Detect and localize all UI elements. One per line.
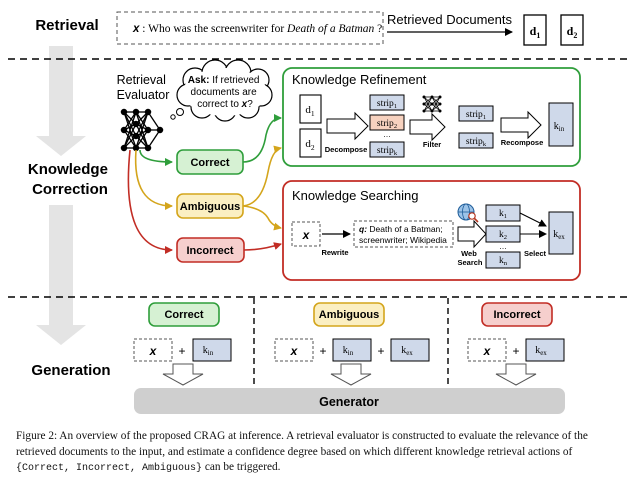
svg-text:Ask: If retrieved docume: Ask: If retrieved documents are correct … [188, 75, 263, 110]
knowledge-refinement-panel: Knowledge Refinement d1 d2 Decompose str… [282, 67, 581, 167]
svg-text:Incorrect: Incorrect [186, 245, 233, 257]
svg-text:Select: Select [524, 249, 547, 258]
svg-text:Generator: Generator [319, 395, 379, 409]
decompose-arrow [326, 111, 369, 141]
filter-network-icon [422, 95, 442, 113]
svg-text:stripk: stripk [377, 146, 398, 157]
action-correct: Correct [176, 149, 244, 175]
svg-text:d1: d1 [530, 24, 541, 40]
retrieved-doc-d2: d2 [560, 14, 584, 46]
svg-text:kex: kex [553, 229, 565, 241]
svg-text:+: + [512, 344, 519, 358]
svg-text:kin: kin [554, 121, 565, 133]
route-arrow-correct [139, 149, 173, 166]
svg-text:kn: kn [499, 256, 508, 267]
svg-text:Recompose: Recompose [501, 138, 544, 147]
svg-text:x: x [290, 344, 299, 358]
generator-block: Generator [134, 388, 565, 414]
route-arrow-incorrect [127, 149, 173, 254]
section-label-generation: Generation [31, 362, 110, 379]
action-ambiguous: Ambiguous [176, 193, 244, 219]
svg-text:k2: k2 [499, 230, 507, 241]
svg-text:Decompose: Decompose [325, 145, 368, 154]
svg-text:d2: d2 [567, 24, 578, 40]
ambiguous-to-searching-arrow [242, 205, 282, 231]
refinement-title: Knowledge Refinement [292, 72, 427, 87]
generation-incorrect-column: Incorrect x + kex [467, 302, 565, 386]
svg-text:Rewrite: Rewrite [321, 248, 348, 257]
section-label-knowledge-correction: Knowledge Correction [28, 161, 112, 198]
svg-text:kex: kex [535, 345, 547, 357]
svg-text:Ambiguous: Ambiguous [319, 309, 380, 321]
ask-thought-cloud: Ask: If retrieved documents are correct … [170, 59, 273, 122]
svg-text:strip2: strip2 [377, 119, 397, 130]
knowledge-searching-panel: Knowledge Searching x Rewrite q: Death o… [282, 180, 581, 281]
web-search-arrow [457, 219, 487, 249]
svg-text:+: + [319, 344, 326, 358]
kept-strips [458, 105, 494, 149]
strip-list [369, 94, 405, 158]
svg-text:x: x [483, 344, 492, 358]
svg-text:Correct: Correct [190, 157, 229, 169]
svg-text:+: + [377, 344, 384, 358]
retrieved-doc-d1: d1 [523, 14, 547, 46]
recompose-arrow [500, 110, 542, 140]
refinement-output-kin [548, 102, 574, 147]
flow-arrow-retrieval-to-correction [36, 46, 86, 156]
globe-search-icon [457, 203, 479, 223]
svg-text:d1: d1 [305, 104, 315, 118]
svg-text:x : Who was the screenwr: x : Who was the screenwriter for Death o… [132, 23, 382, 35]
query-text-italic: Death of a Batman [286, 23, 374, 35]
svg-text:x: x [149, 344, 158, 358]
svg-text:x: x [302, 228, 311, 242]
svg-text:kin: kin [343, 345, 354, 357]
svg-text:Correct: Correct [164, 309, 203, 321]
svg-text:…: … [383, 130, 391, 139]
svg-text:q: Death of a Batman; sc: q: Death of a Batman; screenwriter; Wiki… [359, 224, 447, 245]
svg-text:kin: kin [203, 345, 214, 357]
ambiguous-to-refinement-arrow [242, 145, 282, 207]
svg-text:Web Search: Web Search [457, 249, 482, 267]
generation-correct-column: Correct x + kin [133, 302, 232, 386]
svg-text:…: … [499, 242, 507, 251]
query-var: x [132, 23, 140, 35]
searching-title: Knowledge Searching [292, 188, 418, 203]
evaluator-label: Retrieval Evaluator [117, 73, 170, 102]
correct-to-refinement-arrow [242, 114, 282, 163]
svg-text:stripk: stripk [466, 137, 487, 148]
figure-caption: Figure 2: An overview of the proposed CR… [16, 430, 588, 474]
incorrect-to-searching-arrow [243, 242, 282, 251]
svg-text:k1: k1 [499, 209, 507, 220]
svg-text:strip1: strip1 [377, 99, 397, 110]
query-text: : Who was the screenwriter for [142, 23, 287, 35]
generation-ambiguous-column: Ambiguous x + kin + kex [274, 302, 430, 386]
svg-text:Ambiguous: Ambiguous [180, 201, 241, 213]
flow-arrow-correction-to-generation [36, 205, 86, 345]
retrieved-documents-label: Retrieved Documents [387, 12, 512, 27]
action-incorrect: Incorrect [176, 237, 245, 263]
query-box: x : Who was the screenwriter for Death o… [116, 11, 384, 45]
svg-text:Incorrect: Incorrect [493, 309, 540, 321]
route-arrow-ambiguous [134, 149, 173, 210]
evaluator-network-icon [120, 108, 164, 152]
filter-arrow [409, 112, 446, 142]
svg-text:kex: kex [401, 345, 413, 357]
svg-text:d2: d2 [305, 138, 315, 152]
svg-text:Filter: Filter [423, 140, 441, 149]
search-query-box [353, 220, 454, 248]
section-label-retrieval: Retrieval [35, 17, 98, 34]
searching-output-kex [548, 211, 574, 255]
caption-code: {Correct, Incorrect, Ambiguous} [16, 463, 203, 474]
svg-text:+: + [178, 344, 185, 358]
svg-text:strip1: strip1 [466, 110, 486, 121]
